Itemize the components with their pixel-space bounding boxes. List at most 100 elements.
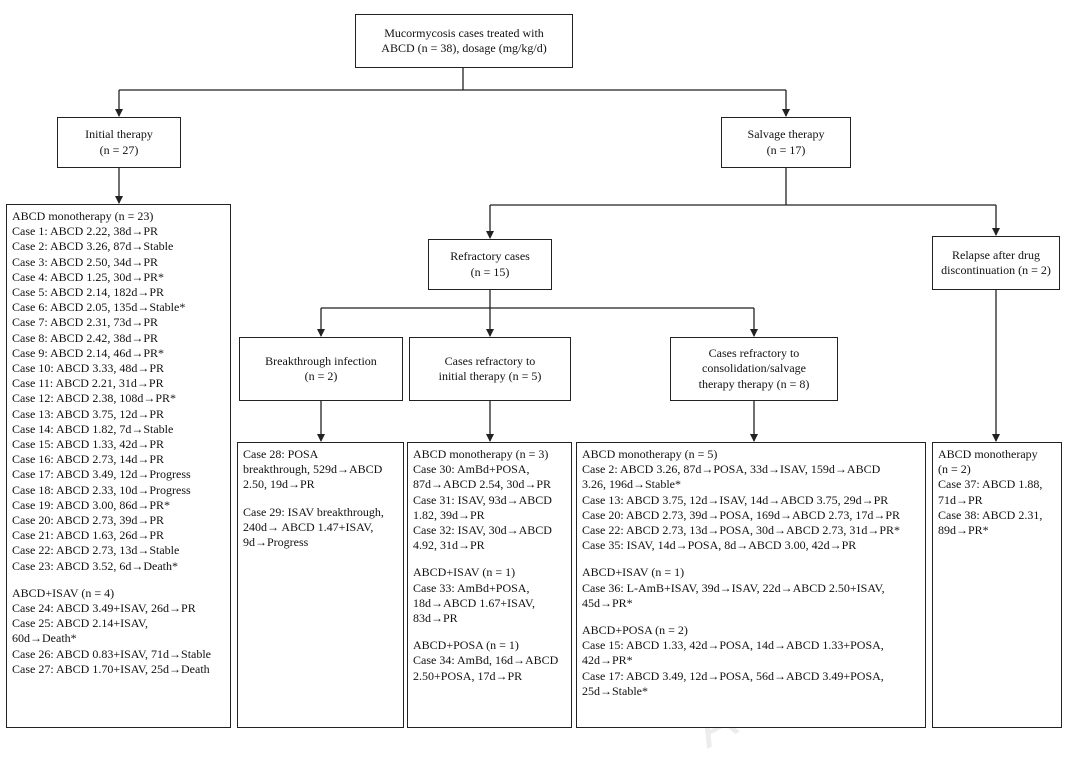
list-spacer [582, 611, 920, 623]
case-line: Case 22: ABCD 2.73, 13d→POSA, 30d→ABCD 2… [582, 523, 901, 538]
initial-therapy-case-list: ABCD monotherapy (n = 23)Case 1: ABCD 2.… [6, 204, 231, 728]
case-line: Case 30: AmBd+POSA, [413, 462, 530, 477]
case-line: 2.50, 19d→PR [243, 477, 315, 492]
refractory-initial-line-1: Cases refractory to [444, 353, 536, 368]
refractory-consolidation-line-2: consolidation/salvage [702, 361, 806, 376]
case-line: 9d→Progress [243, 535, 309, 550]
case-line: Case 19: ABCD 3.00, 86d→PR* [12, 497, 171, 512]
case-line: Case 21: ABCD 1.63, 26d→PR [12, 528, 165, 543]
case-line: 18d→ABCD 1.67+ISAV, [413, 595, 536, 610]
case-line: Case 34: AmBd, 16d→ABCD [413, 653, 559, 668]
case-line: Case 1: ABCD 2.22, 38d→PR [12, 224, 159, 239]
case-line: Case 24: ABCD 3.49+ISAV, 26d→PR [12, 601, 196, 616]
case-line: Case 3: ABCD 2.50, 34d→PR [12, 254, 159, 269]
initial-therapy-box: Initial therapy (n = 27) [57, 117, 181, 168]
case-line: Case 15: ABCD 1.33, 42d→POSA, 14d→ABCD 1… [582, 638, 884, 653]
relapse-line-1: Relapse after drug [952, 247, 1040, 262]
relapse-box: Relapse after drug discontinuation (n = … [932, 236, 1060, 290]
case-line: Case 13: ABCD 3.75, 12d→PR [12, 406, 165, 421]
list-spacer [243, 493, 398, 505]
case-line: 1.82, 39d→PR [413, 507, 485, 522]
connector-lines [115, 68, 1000, 442]
root-box: Mucormycosis cases treated with ABCD (n … [355, 14, 573, 68]
case-line: Case 32: ISAV, 30d→ABCD [413, 523, 552, 538]
case-line: Case 36: L-AmB+ISAV, 39d→ISAV, 22d→ABCD … [582, 580, 885, 595]
initial-therapy-count: (n = 27) [99, 142, 139, 157]
list-spacer [413, 626, 566, 638]
list-spacer [413, 553, 566, 565]
root-line-2: ABCD (n = 38), dosage (mg/kg/d) [381, 41, 547, 55]
salvage-therapy-count: (n = 17) [766, 142, 806, 157]
group-heading: ABCD+POSA (n = 1) [413, 638, 519, 653]
relapse-case-list: ABCD monotherapy(n = 2)Case 37: ABCD 1.8… [932, 442, 1062, 728]
case-line: Case 38: ABCD 2.31, [938, 507, 1043, 522]
case-line: Case 13: ABCD 3.75, 12d→ISAV, 14d→ABCD 3… [582, 492, 889, 507]
group-heading: ABCD monotherapy [938, 447, 1038, 461]
case-line: Case 17: ABCD 3.49, 12d→Progress [12, 467, 191, 482]
case-line: Case 23: ABCD 3.52, 6d→Death* [12, 558, 178, 573]
salvage-therapy-box: Salvage therapy (n = 17) [721, 117, 851, 168]
case-line: 25d→Stable* [582, 683, 648, 698]
group-heading: ABCD+ISAV (n = 1) [582, 565, 685, 580]
case-line: 45d→PR* [582, 595, 633, 610]
refractory-cases-title: Refractory cases [450, 249, 530, 264]
case-line: 83d→PR [413, 611, 458, 626]
case-line: Case 25: ABCD 2.14+ISAV, [12, 616, 149, 631]
case-line: 2.50+POSA, 17d→PR [413, 668, 523, 683]
group-heading: (n = 2) [938, 462, 971, 477]
case-line: Case 10: ABCD 3.33, 48d→PR [12, 361, 165, 376]
refractory-cases-count: (n = 15) [470, 264, 510, 279]
case-line: Case 29: ISAV breakthrough, [243, 504, 384, 519]
case-line: Case 16: ABCD 2.73, 14d→PR [12, 452, 165, 467]
case-line: Case 6: ABCD 2.05, 135d→Stable* [12, 300, 186, 315]
breakthrough-title: Breakthrough infection [265, 353, 377, 368]
case-line: Case 37: ABCD 1.88, [938, 477, 1043, 492]
group-heading: ABCD+POSA (n = 2) [582, 623, 688, 638]
salvage-therapy-title: Salvage therapy [747, 127, 825, 142]
initial-therapy-title: Initial therapy [85, 127, 153, 142]
case-line: Case 14: ABCD 1.82, 7d→Stable [12, 421, 174, 436]
case-line: 4.92, 31d→PR [413, 538, 485, 553]
refractory-initial-box: Cases refractory to initial therapy (n =… [409, 337, 571, 401]
case-line: Case 17: ABCD 3.49, 12d→POSA, 56d→ABCD 3… [582, 668, 884, 683]
relapse-line-2: discontinuation (n = 2) [941, 263, 1051, 277]
case-line: Case 20: ABCD 2.73, 39d→PR [12, 513, 165, 528]
case-line: Case 18: ABCD 2.33, 10d→Progress [12, 482, 191, 497]
case-line: Case 31: ISAV, 93d→ABCD [413, 492, 552, 507]
case-line: Case 8: ABCD 2.42, 38d→PR [12, 330, 159, 345]
refractory-cases-box: Refractory cases (n = 15) [428, 239, 552, 290]
refractory-consolidation-line-3: therapy therapy (n = 8) [698, 376, 810, 391]
refractory-initial-line-2: initial therapy (n = 5) [438, 369, 542, 383]
group-heading: ABCD+ISAV (n = 1) [413, 565, 516, 580]
case-line: Case 11: ABCD 2.21, 31d→PR [12, 376, 164, 391]
refractory-consolidation-case-list: ABCD monotherapy (n = 5)Case 2: ABCD 3.2… [576, 442, 926, 728]
list-spacer [12, 574, 225, 586]
case-line: Case 22: ABCD 2.73, 13d→Stable [12, 543, 180, 558]
case-line: Case 20: ABCD 2.73, 39d→POSA, 169d→ABCD … [582, 507, 901, 522]
case-line: breakthrough, 529d→ABCD [243, 462, 383, 477]
group-heading: ABCD+ISAV (n = 4) [12, 585, 115, 600]
group-heading: ABCD monotherapy (n = 3) [413, 447, 549, 461]
breakthrough-infection-box: Breakthrough infection (n = 2) [239, 337, 403, 401]
breakthrough-count: (n = 2) [304, 369, 338, 383]
case-line: 3.26, 196d→Stable* [582, 477, 681, 492]
case-line: Case 2: ABCD 3.26, 87d→POSA, 33d→ISAV, 1… [582, 462, 881, 477]
case-line: Case 28: POSA [243, 447, 319, 461]
refractory-consolidation-line-1: Cases refractory to [708, 346, 800, 361]
case-line: Case 5: ABCD 2.14, 182d→PR [12, 285, 165, 300]
root-line-1: Mucormycosis cases treated with [384, 25, 544, 40]
case-line: 89d→PR* [938, 523, 989, 538]
case-line: Case 35: ISAV, 14d→POSA, 8d→ABCD 3.00, 4… [582, 538, 857, 553]
case-line: 42d→PR* [582, 653, 633, 668]
group-heading: ABCD monotherapy (n = 5) [582, 447, 718, 461]
case-line: Case 15: ABCD 1.33, 42d→PR [12, 437, 165, 452]
case-line: Case 12: ABCD 2.38, 108d→PR* [12, 391, 177, 406]
case-line: Case 2: ABCD 3.26, 87d→Stable [12, 239, 174, 254]
refractory-initial-case-list: ABCD monotherapy (n = 3)Case 30: AmBd+PO… [407, 442, 572, 728]
list-spacer [582, 553, 920, 565]
case-line: 71d→PR [938, 492, 983, 507]
case-line: Case 4: ABCD 1.25, 30d→PR* [12, 269, 165, 284]
case-line: Case 7: ABCD 2.31, 73d→PR [12, 315, 159, 330]
case-line: Case 26: ABCD 0.83+ISAV, 71d→Stable [12, 646, 212, 661]
